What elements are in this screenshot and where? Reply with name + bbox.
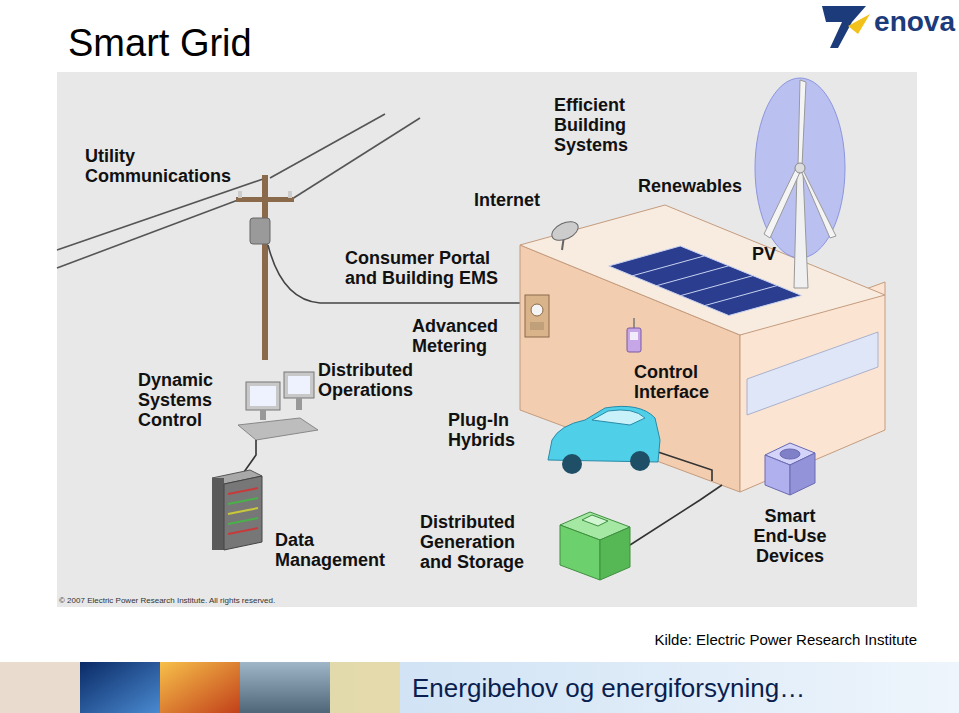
charging-cables	[630, 485, 722, 545]
plug-in-car	[592, 410, 645, 425]
computer-desk	[238, 418, 318, 440]
utility-pole	[236, 175, 294, 360]
solar-panels	[656, 266, 729, 286]
generation-storage-label: Distributed Generation and Storage	[420, 512, 540, 572]
footer-bar	[330, 662, 400, 713]
solar-panels	[632, 256, 705, 276]
slide-title: Smart Grid	[68, 22, 252, 66]
logo-text: enova	[874, 6, 955, 37]
computer-desk	[238, 372, 318, 472]
footer-bar	[160, 662, 240, 713]
utility-communications-label: Utility Communications	[85, 146, 245, 186]
utility-pole	[238, 191, 242, 198]
service-cable	[268, 245, 525, 303]
control-interface-device	[630, 332, 638, 340]
solar-panels	[680, 276, 753, 296]
copyright-note: © 2007 Electric Power Research Institute…	[59, 597, 275, 606]
utility-pole	[288, 191, 292, 198]
source-caption: Kilde: Electric Power Research Institute	[654, 631, 917, 648]
building	[520, 205, 885, 492]
satellite-dish	[549, 218, 581, 244]
footer-bar	[0, 662, 959, 713]
smart-device	[790, 453, 815, 495]
satellite-dish	[549, 218, 581, 250]
smart-device	[780, 449, 800, 459]
server-rack	[228, 518, 258, 524]
renewables-label: Renewables	[638, 176, 742, 196]
wind-turbine	[798, 80, 806, 166]
server-rack	[224, 476, 262, 550]
utility-pole	[250, 218, 270, 244]
power-lines	[57, 114, 420, 268]
pv-label: PV	[752, 244, 776, 264]
wind-turbine	[799, 166, 836, 238]
utility-pole	[236, 197, 294, 202]
plug-in-car	[562, 454, 582, 474]
control-interface-device	[627, 328, 641, 352]
plug-in-car	[630, 451, 650, 471]
footer-bar	[0, 662, 80, 713]
internet-label: Internet	[474, 190, 540, 210]
computer-desk	[260, 410, 266, 420]
footer-bar	[0, 662, 959, 713]
service-cable	[268, 245, 525, 303]
smart-device	[765, 443, 815, 495]
smart-meter	[531, 304, 543, 316]
computer-desk	[246, 382, 280, 410]
footer-text: Energibehov og energiforsyning…	[412, 674, 805, 703]
solar-panels	[705, 286, 778, 306]
server-rack	[212, 470, 262, 550]
storage-unit	[560, 512, 630, 580]
storage-unit	[582, 515, 608, 526]
systems-control-label: Dynamic Systems Control	[138, 370, 238, 430]
storage-unit	[560, 525, 600, 580]
computer-desk	[296, 398, 302, 410]
metering-label: Advanced Metering	[412, 316, 517, 356]
footer-bar	[240, 662, 330, 713]
footer-bar	[80, 662, 160, 713]
power-lines	[57, 200, 238, 268]
building	[747, 332, 878, 415]
charging-cables	[658, 452, 712, 481]
consumer-portal-label: Consumer Portal and Building EMS	[345, 248, 515, 288]
control-interface-device	[627, 318, 641, 352]
diagram-ground	[57, 72, 917, 607]
computer-desk	[284, 372, 314, 398]
server-rack	[212, 478, 224, 550]
server-rack	[228, 508, 258, 514]
server-rack	[228, 528, 258, 534]
plug-in-car	[548, 406, 660, 474]
smart-device	[765, 455, 790, 495]
enova-logo	[822, 6, 870, 48]
building-systems-label: Efficient Building Systems	[554, 95, 654, 155]
smart-meter	[525, 295, 549, 337]
server-rack	[228, 488, 258, 494]
distributed-operations-label: Distributed Operations	[318, 360, 430, 400]
storage-unit	[600, 527, 630, 580]
data-management-label: Data Management	[275, 530, 405, 570]
utility-pole	[262, 175, 268, 360]
diagram-ground	[57, 72, 917, 607]
server-rack	[228, 498, 258, 504]
power-lines	[270, 114, 385, 178]
control-interface-device	[633, 318, 635, 328]
power-lines	[57, 178, 266, 250]
end-use-devices-label: Smart End-Use Devices	[745, 506, 835, 566]
wind-turbine	[795, 163, 805, 173]
computer-desk	[244, 440, 256, 472]
wind-turbine	[764, 166, 801, 238]
wind-turbine	[794, 172, 808, 288]
charging-cables	[630, 452, 722, 545]
control-interface-label: Control Interface	[634, 362, 734, 402]
computer-desk	[288, 376, 310, 394]
smart-meter	[530, 322, 544, 330]
smart-meter	[525, 295, 549, 337]
enova-logo	[848, 14, 870, 34]
plug-in-hybrids-label: Plug-In Hybrids	[448, 410, 533, 450]
computer-desk	[250, 386, 276, 406]
